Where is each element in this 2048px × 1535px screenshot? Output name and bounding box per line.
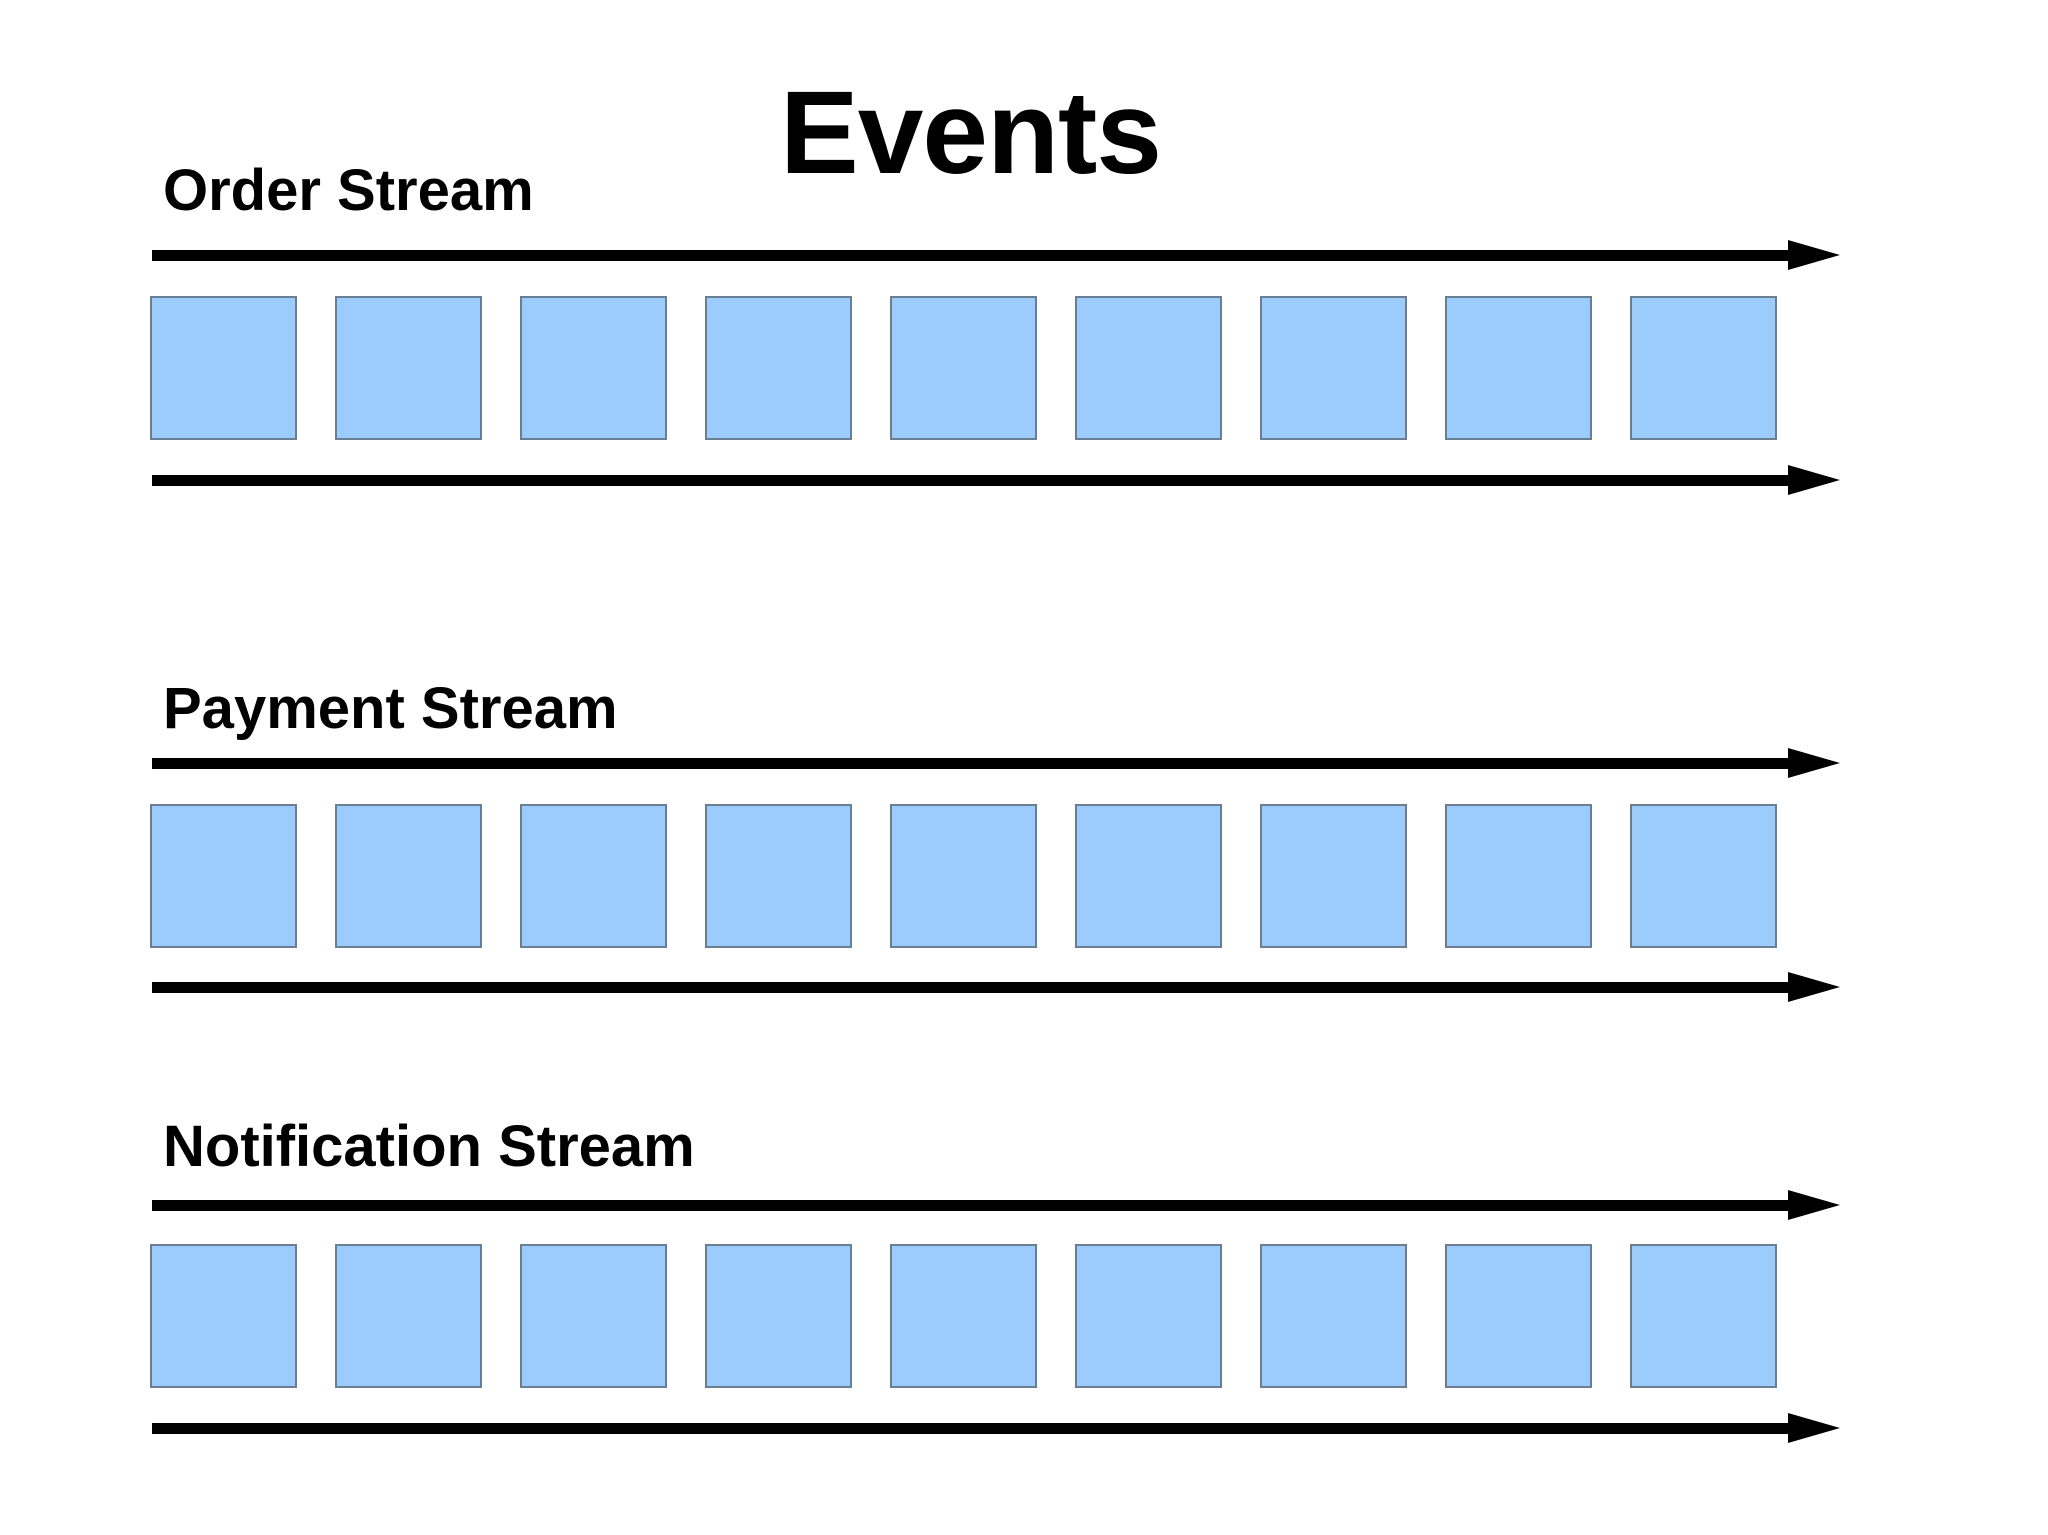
page-title: Events	[780, 67, 1162, 199]
event-box[interactable]	[150, 296, 297, 440]
timeline-arrow-bottom-order	[152, 465, 1842, 495]
event-box[interactable]	[890, 296, 1037, 440]
arrow-shaft	[152, 758, 1792, 769]
arrow-shaft	[152, 475, 1792, 486]
arrow-head-right-icon	[1788, 465, 1840, 495]
timeline-arrow-top-notification	[152, 1190, 1842, 1220]
event-box[interactable]	[150, 1244, 297, 1388]
arrow-head-right-icon	[1788, 972, 1840, 1002]
timeline-arrow-top-payment	[152, 748, 1842, 778]
arrow-shaft	[152, 1423, 1792, 1434]
event-box[interactable]	[890, 1244, 1037, 1388]
event-box[interactable]	[335, 804, 482, 948]
timeline-arrow-bottom-payment	[152, 972, 1842, 1002]
arrow-head-right-icon	[1788, 748, 1840, 778]
event-box[interactable]	[1260, 296, 1407, 440]
event-box[interactable]	[1260, 804, 1407, 948]
arrow-shaft	[152, 1200, 1792, 1211]
event-box[interactable]	[705, 296, 852, 440]
timeline-arrow-bottom-notification	[152, 1413, 1842, 1443]
event-box[interactable]	[1630, 804, 1777, 948]
arrow-shaft	[152, 250, 1792, 261]
event-box[interactable]	[1075, 296, 1222, 440]
event-box[interactable]	[1075, 804, 1222, 948]
event-box[interactable]	[1445, 296, 1592, 440]
event-box[interactable]	[1445, 804, 1592, 948]
event-box[interactable]	[1630, 1244, 1777, 1388]
event-box[interactable]	[1630, 296, 1777, 440]
arrow-shaft	[152, 982, 1792, 993]
event-box[interactable]	[890, 804, 1037, 948]
event-box[interactable]	[335, 296, 482, 440]
event-box[interactable]	[520, 296, 667, 440]
event-boxes-notification	[150, 1244, 1777, 1388]
timeline-arrow-top-order	[152, 240, 1842, 270]
event-boxes-payment	[150, 804, 1777, 948]
arrow-head-right-icon	[1788, 1413, 1840, 1443]
event-box[interactable]	[1445, 1244, 1592, 1388]
event-box[interactable]	[1260, 1244, 1407, 1388]
stream-label-order: Order Stream	[163, 158, 534, 223]
arrow-head-right-icon	[1788, 1190, 1840, 1220]
event-box[interactable]	[705, 1244, 852, 1388]
event-box[interactable]	[520, 804, 667, 948]
event-box[interactable]	[335, 1244, 482, 1388]
event-box[interactable]	[1075, 1244, 1222, 1388]
arrow-head-right-icon	[1788, 240, 1840, 270]
event-box[interactable]	[520, 1244, 667, 1388]
event-box[interactable]	[705, 804, 852, 948]
event-box[interactable]	[150, 804, 297, 948]
stream-label-payment: Payment Stream	[163, 676, 618, 741]
event-boxes-order	[150, 296, 1777, 440]
stream-label-notification: Notification Stream	[163, 1114, 695, 1179]
